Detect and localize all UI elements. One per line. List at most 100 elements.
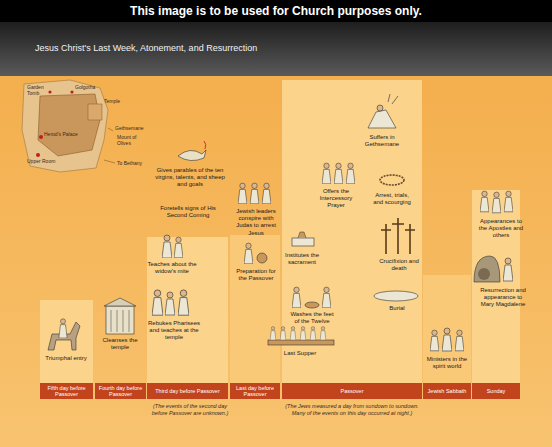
event-label: Appearances to the Apostles and others xyxy=(478,218,524,240)
event-label: Rebukes Pharisees and teaches at the tem… xyxy=(144,320,204,342)
art-part xyxy=(48,90,51,93)
thorns-art xyxy=(380,175,404,185)
event-label: Burial xyxy=(377,305,417,312)
art-part xyxy=(298,232,306,238)
map-label: Herod's Palace xyxy=(44,131,80,137)
last-supper-art xyxy=(268,327,334,345)
tomb-art xyxy=(474,256,513,282)
art-part xyxy=(305,302,319,308)
column-panel xyxy=(230,235,280,383)
conspire-art xyxy=(238,183,271,204)
map-label: Temple xyxy=(104,98,130,104)
day-name: Last day before Passover xyxy=(232,385,278,398)
gethsemane-art xyxy=(368,94,398,128)
temple-art xyxy=(104,298,136,334)
prayer-art xyxy=(322,163,355,184)
art-part xyxy=(268,340,334,345)
art-part xyxy=(388,94,398,104)
art-part xyxy=(262,183,271,204)
art-part xyxy=(22,80,108,172)
art-part xyxy=(59,319,67,338)
column-panel xyxy=(40,300,93,383)
event-label: Offers the Intercessory Prayer xyxy=(311,188,361,210)
day-name: Fifth day before Passover xyxy=(42,385,91,398)
art-part xyxy=(174,237,183,258)
art-part xyxy=(292,287,301,308)
washing-art xyxy=(292,287,331,308)
art-part xyxy=(70,90,73,93)
art-part xyxy=(290,327,296,340)
event-label: Suffers in Gethsemane xyxy=(357,134,407,148)
art-part xyxy=(39,135,43,139)
art-part xyxy=(178,150,206,161)
day-name: Fourth day before Passover xyxy=(97,385,144,398)
event-label: Jewish leaders conspire with Judas to ar… xyxy=(232,208,280,237)
map-label: Mount of Olives xyxy=(117,134,143,146)
event-label: Institutes the sacrament xyxy=(280,252,324,266)
event-label: Crucifixion and death xyxy=(378,258,420,272)
art-part xyxy=(377,105,383,111)
map-label: Upper Room xyxy=(27,158,63,164)
event-label: Cleanses the temple xyxy=(98,337,142,351)
art-part xyxy=(204,141,206,149)
art-part xyxy=(106,306,134,334)
column-panel xyxy=(147,237,228,383)
day-name: Sunday xyxy=(487,388,506,394)
day-band: Jewish Sabbath xyxy=(423,383,471,399)
watermark: This image is to be used for Church purp… xyxy=(6,4,546,18)
art-part xyxy=(374,291,418,301)
map-label: To Bethany xyxy=(117,160,151,166)
art-part xyxy=(310,327,316,340)
column-panel xyxy=(423,275,471,383)
event-label: Teaches about the widow's mite xyxy=(147,261,197,275)
event-label: Gives parables of the ten virgins, talen… xyxy=(153,167,227,189)
event-label: Ministers in the spirit world xyxy=(425,356,469,370)
lamp-art xyxy=(178,141,206,161)
sacrament-art xyxy=(292,232,314,246)
day-band: Sunday xyxy=(472,383,520,399)
art-part xyxy=(322,287,331,308)
art-part xyxy=(270,327,276,340)
triumphal-entry-art xyxy=(48,319,80,350)
art-part xyxy=(300,327,306,340)
art-part xyxy=(88,104,102,120)
art-part xyxy=(322,163,331,184)
note: (The Jews measured a day from sundown to… xyxy=(282,403,422,416)
day-name: Jewish Sabbath xyxy=(428,388,467,394)
art-part xyxy=(292,238,314,246)
map-label: Garden Tomb xyxy=(27,84,57,96)
art-part xyxy=(334,163,343,184)
art-part xyxy=(280,327,286,340)
day-name: Passover xyxy=(341,388,364,394)
art-part xyxy=(104,128,115,163)
art-part xyxy=(346,163,355,184)
art-part xyxy=(111,310,129,332)
day-band: Last day before Passover xyxy=(230,383,280,399)
art-part xyxy=(492,192,501,213)
event-label: Arrest, trials, and scourging xyxy=(370,192,414,206)
day-band: Third day before Passover xyxy=(147,383,228,399)
preparation-art xyxy=(244,243,267,264)
map-label: Gethsemane xyxy=(115,125,151,131)
art-part xyxy=(504,191,513,212)
header-band xyxy=(0,22,552,76)
event-label: Foretells signs of His Second Coming xyxy=(158,205,218,219)
art-part xyxy=(430,330,439,351)
art-part xyxy=(152,290,163,315)
event-label: Triumphal entry xyxy=(41,355,91,362)
jerusalem-map xyxy=(22,80,115,172)
art-part xyxy=(480,191,489,212)
art-part xyxy=(455,330,464,351)
column-panel xyxy=(282,80,422,383)
art-part xyxy=(257,253,267,263)
art-part xyxy=(474,256,500,282)
art-part xyxy=(162,235,172,258)
art-part xyxy=(503,258,513,281)
pharisees-art xyxy=(152,290,189,315)
art-part xyxy=(381,218,415,254)
art-part xyxy=(165,292,175,315)
title: Jesus Christ's Last Week, Atonement, and… xyxy=(35,43,257,53)
day-band: Passover xyxy=(282,383,422,399)
day-name: Third day before Passover xyxy=(155,388,220,394)
